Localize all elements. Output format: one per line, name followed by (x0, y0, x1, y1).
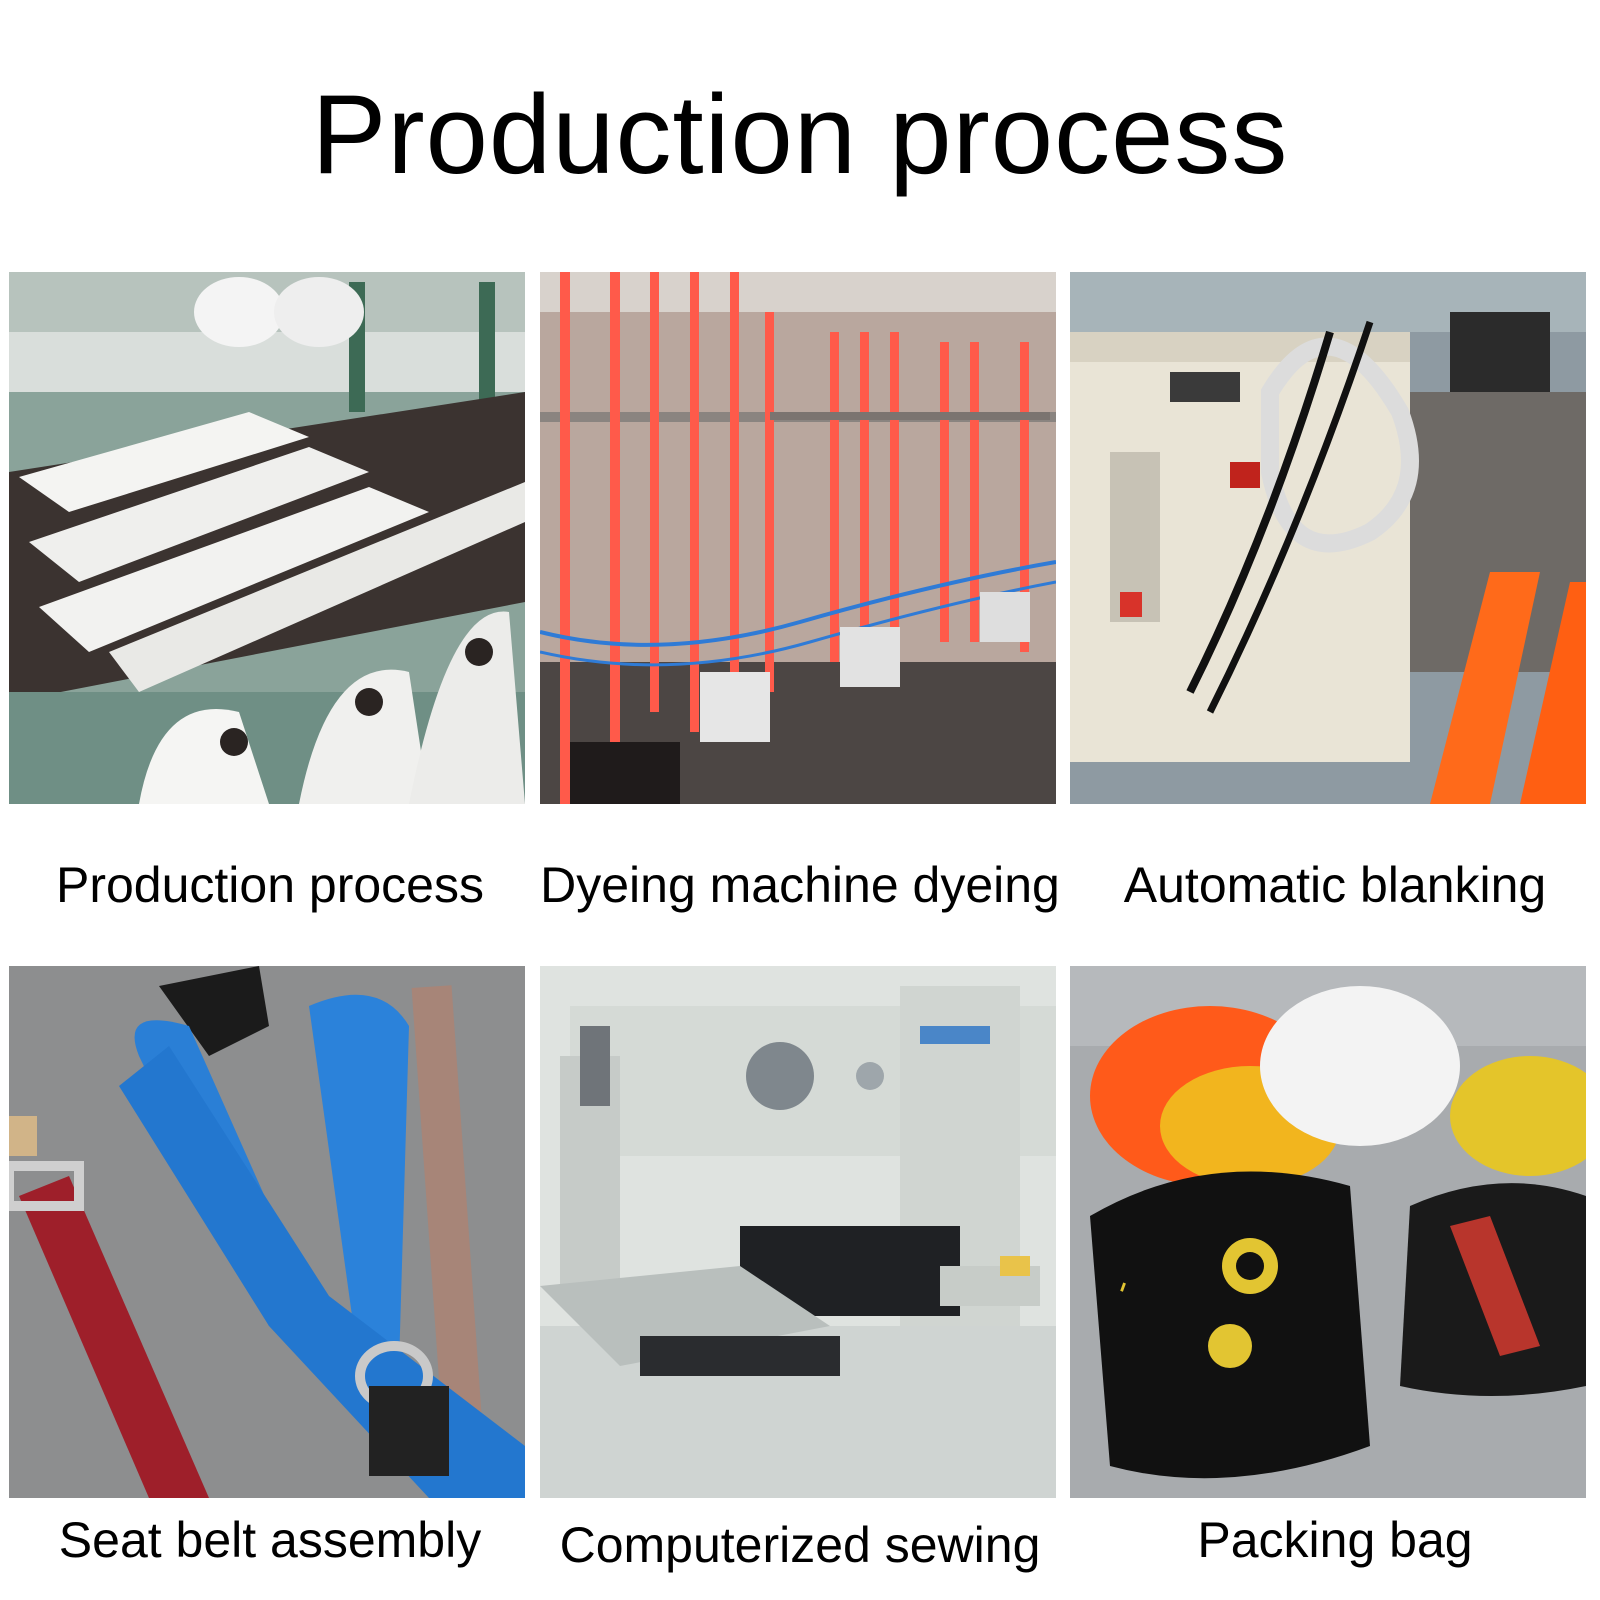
caption-dyeing-machine-dyeing: Dyeing machine dyeing (540, 857, 1060, 913)
caption-automatic-blanking: Automatic blanking (1123, 857, 1547, 913)
caption-packing-bag: Packing bag (1197, 1512, 1473, 1568)
caption-production-process: Production process (55, 857, 484, 913)
photo-packing-bag: - (1070, 966, 1586, 1498)
photo-seat-belt-assembly (9, 966, 525, 1498)
caption-seat-belt-assembly: Seat belt assembly (58, 1512, 482, 1568)
photo-automatic-blanking (1070, 272, 1586, 804)
photo-computerized-sewing (540, 966, 1056, 1498)
caption-computerized-sewing: Computerized sewing (559, 1517, 1041, 1573)
page-title: Production process (311, 72, 1289, 197)
photo-dyeing-machine (540, 272, 1056, 804)
photo-webbing-loom (9, 272, 525, 804)
